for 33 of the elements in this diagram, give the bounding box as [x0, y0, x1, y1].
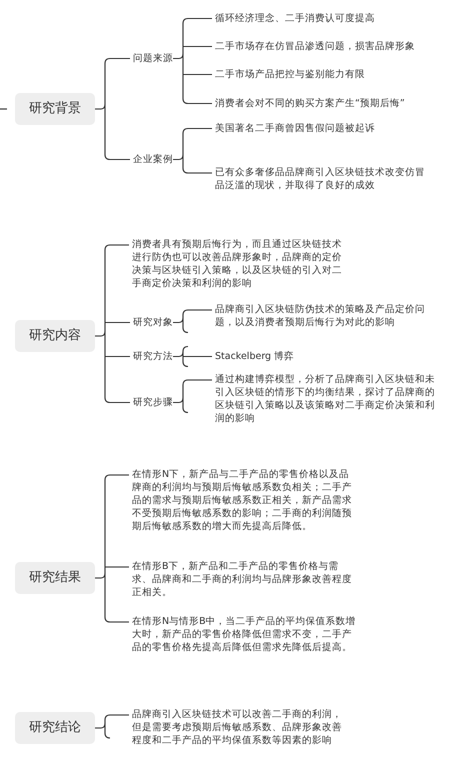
note-text: 循环经济理念、二手消费认可度提高 [215, 12, 445, 25]
brace-connector [94, 244, 131, 404]
note-text: 在情形N下，新产品与二手产品的零售价格以及品牌商的利润均与预期后悔敏感系数负相关；二手产品的需求与预期后悔敏感系数正相关，新产品需求不受预期后悔敏感系数的影响；二手商的利润随预期后悔敏感系数的增大而先提高后降低。 [132, 468, 357, 533]
brace-connector [172, 18, 213, 104]
connector-line [172, 346, 213, 368]
note-text: 消费者会对不同的购买方案产生“预期后悔” [215, 97, 445, 110]
branch-label: 研究对象 [133, 316, 173, 329]
branch-label: 研究方法 [133, 350, 173, 363]
branch-label: 企业案例 [133, 153, 173, 166]
connector-line [172, 379, 213, 414]
connector-line [94, 714, 130, 739]
brace-connector [172, 128, 213, 174]
brace-connector [94, 474, 130, 623]
branch-label: 研究步骤 [133, 396, 173, 409]
note-text: 品牌商引入区块链技术可以改善二手商的利润，但是需要考虑预期后悔敏感系数、品牌形象改善程度和二手产品的平均保值系数等因素的影响 [132, 708, 347, 747]
note-text: 二手市场存在仿冒品渗透问题，损害品牌形象 [215, 40, 445, 53]
branch-label: 问题来源 [133, 52, 173, 65]
note-text: 消费者具有预期后悔行为，而且通过区块链技术进行防伪也可以改善品牌形象时，品牌商的定价决策与区块链引入策略，以及区块链的引入对二手商定价决策和利润的影响 [132, 238, 344, 290]
topic-box: 研究结论 [15, 712, 95, 744]
topic-box: 研究结果 [15, 562, 95, 594]
topic-box: 研究背景 [15, 93, 95, 125]
connector-line [172, 309, 213, 334]
note-text: 在情形B下，新产品和二手产品的零售价格与需求、品牌商和二手商的利润均与品牌形象改善程度正相关。 [132, 560, 357, 599]
note-text: 品牌商引入区块链防伪技术的策略及产品定价问题，以及消费者预期后悔行为对此的影响 [215, 303, 440, 329]
topic-box: 研究内容 [15, 320, 95, 352]
note-text: 二手市场产品把控与鉴别能力有限 [215, 68, 445, 81]
note-text: 通过构建博弈模型，分析了品牌商引入区块链和未引入区块链的情形下的均衡结果，探讨了品牌商的区块链引入策略以及该策略对二手商定价决策和利润的影响 [215, 373, 440, 425]
branch-label: Stackelberg 博弈 [215, 350, 294, 363]
note-text: 美国著名二手商曾因售假问题被起诉 [215, 122, 430, 135]
connector-line [0, 108, 7, 110]
note-text: 在情形N与情形B中，当二手产品的平均保值系数增大时，新产品的零售价格降低但需求不变，二手产品的零售价格先提高后降低但需求先降低后提高。 [132, 615, 357, 654]
note-text: 已有众多奢侈品品牌商引入区块链技术改变仿冒品泛滥的现状，并取得了良好的成效 [215, 166, 430, 192]
brace-connector [94, 58, 131, 160]
